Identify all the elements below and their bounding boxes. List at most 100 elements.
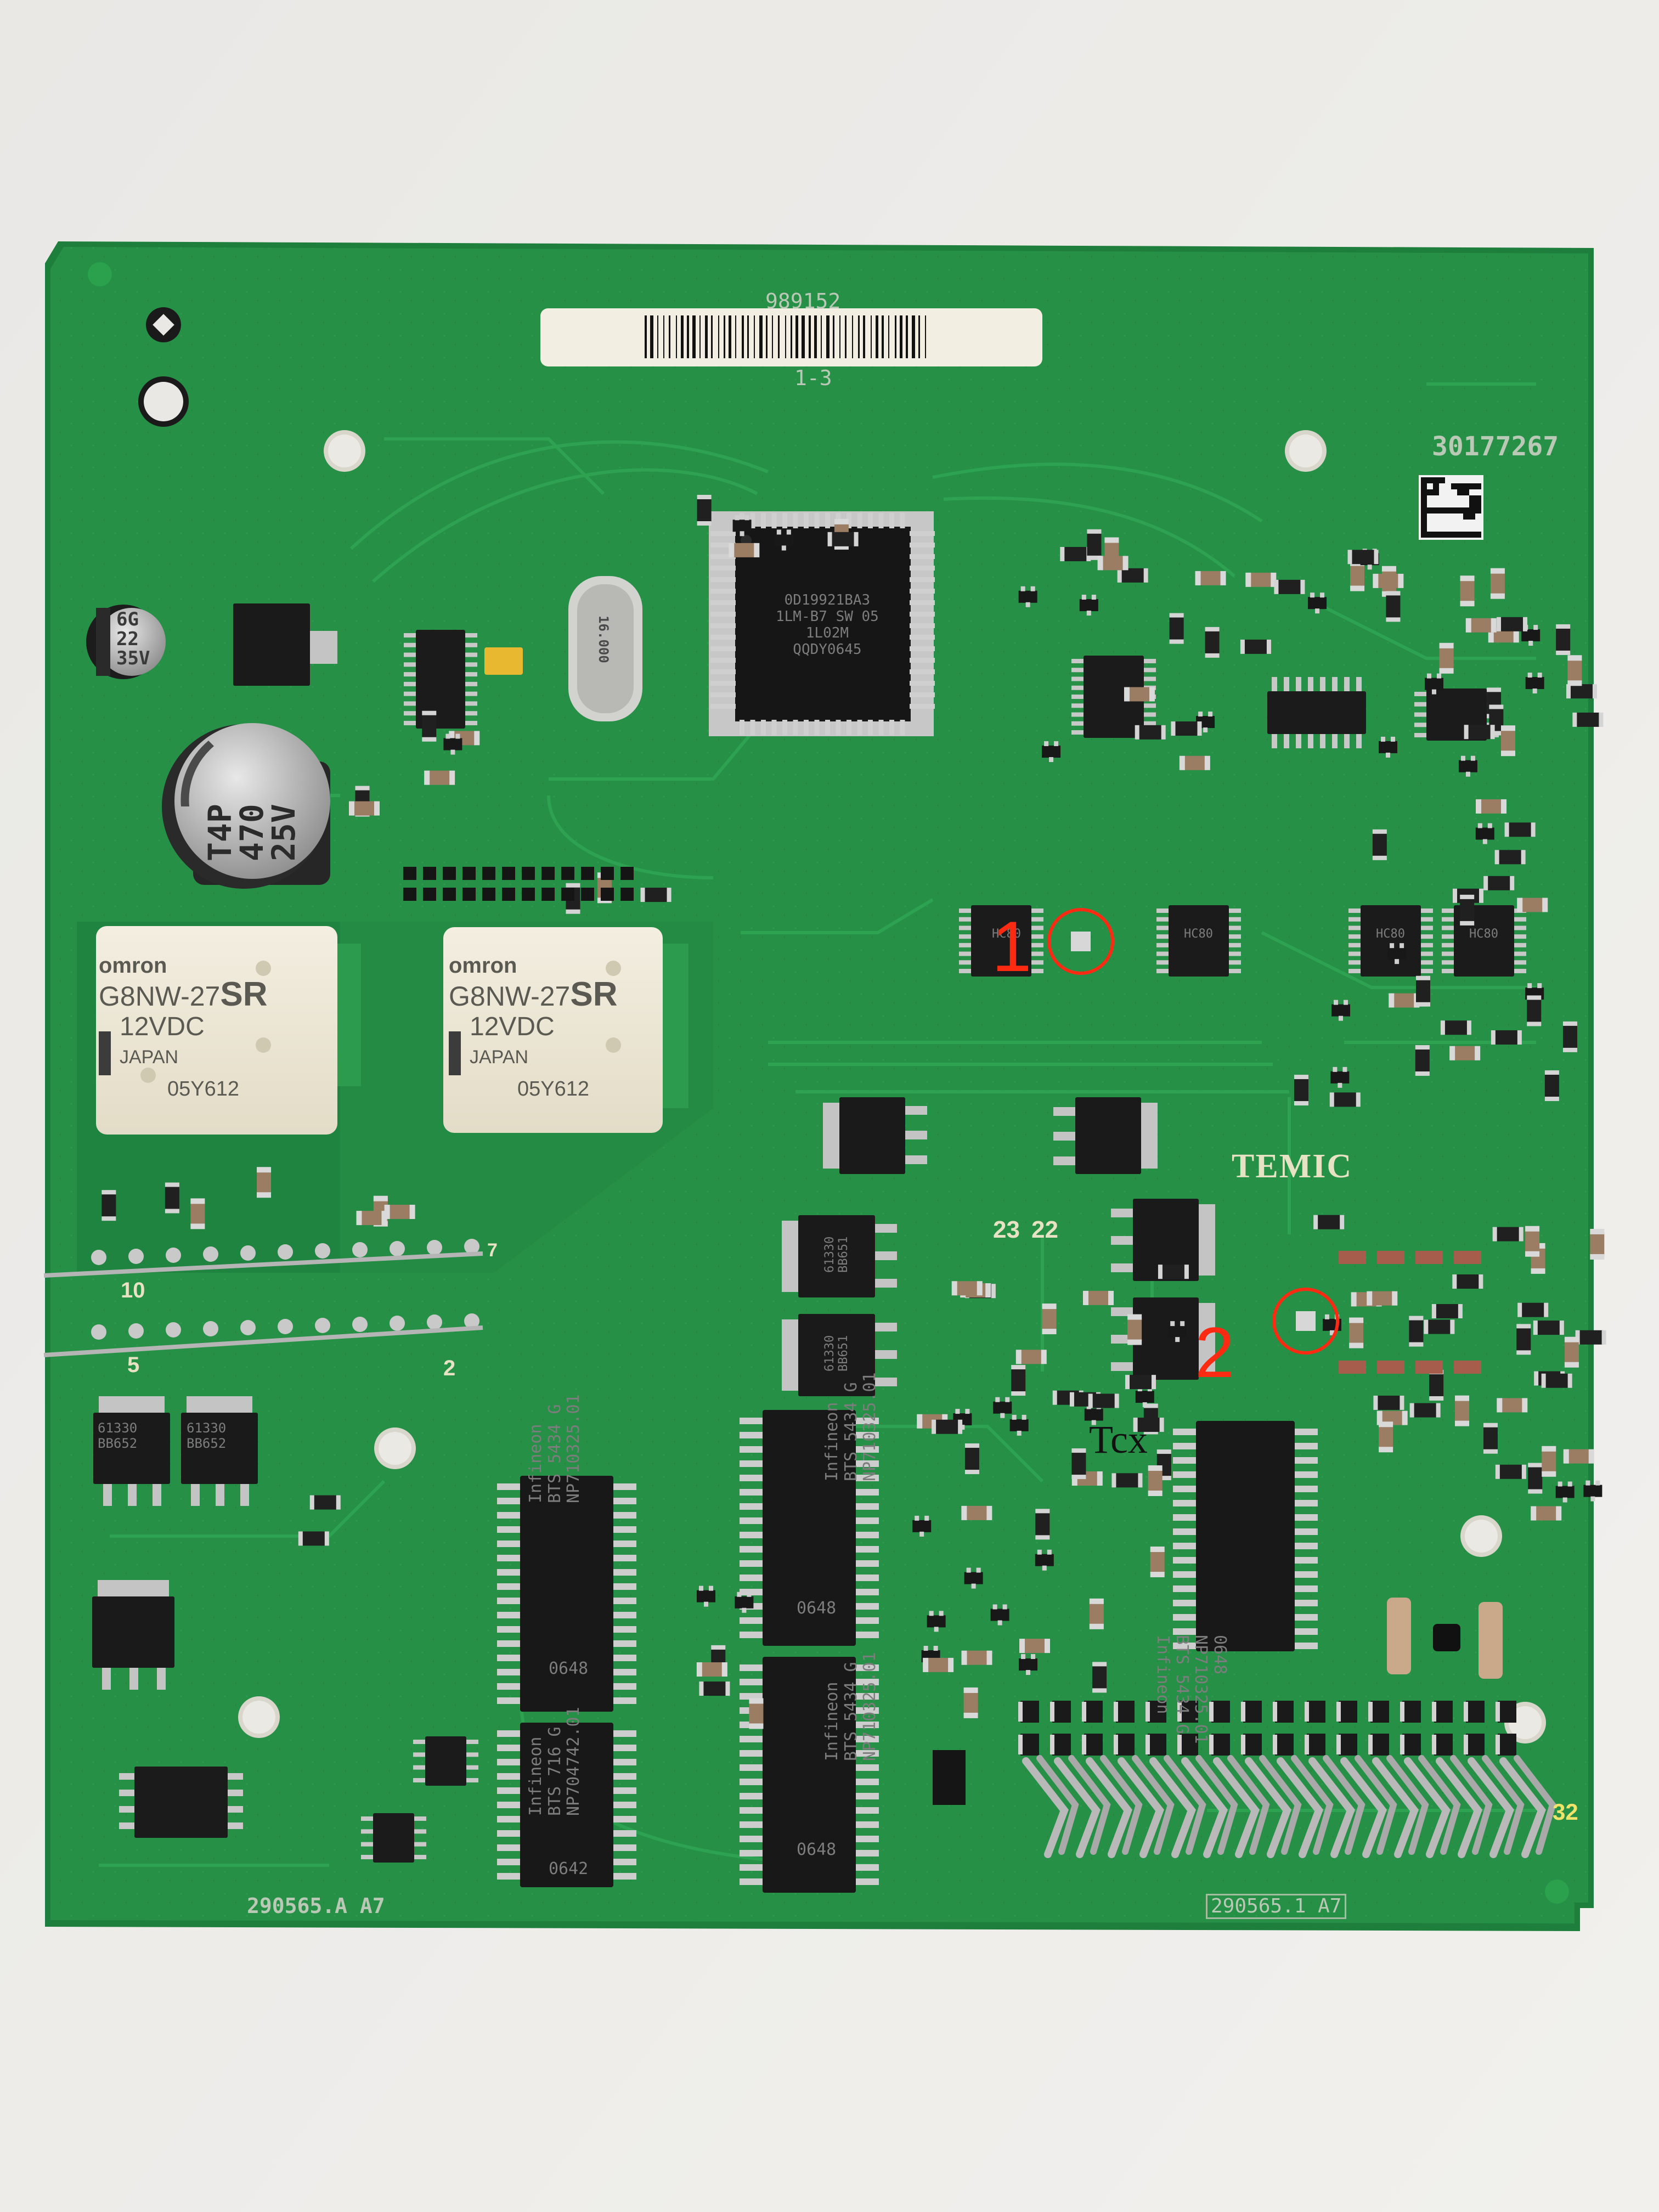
barcode-bar xyxy=(729,315,731,358)
smd-terminal xyxy=(1092,1688,1107,1693)
mosfet-lead xyxy=(153,1484,161,1506)
smd-terminal xyxy=(1133,1418,1138,1432)
smd-resistor xyxy=(964,1447,979,1471)
smd-terminal xyxy=(1088,1393,1093,1408)
chip-pin xyxy=(855,1821,879,1828)
barcode-bar xyxy=(699,315,701,358)
chip-pin xyxy=(612,1844,636,1851)
chip-pin xyxy=(740,1517,764,1524)
ic-pin xyxy=(1071,685,1085,690)
barcode-bar xyxy=(645,315,647,358)
chip-pin xyxy=(612,1873,636,1880)
smd-terminal xyxy=(1083,1290,1089,1305)
smd-capacitor xyxy=(1150,1550,1165,1575)
ic-pin xyxy=(1030,969,1043,973)
datamatrix-cell xyxy=(1475,483,1481,489)
sot-lead xyxy=(971,1583,976,1589)
chip-pin xyxy=(740,1764,764,1771)
ic-pin xyxy=(1030,917,1043,922)
ic-pin xyxy=(1272,677,1277,692)
chip-pin xyxy=(855,1432,879,1438)
smd-terminal xyxy=(1490,568,1505,574)
chip-pin xyxy=(612,1730,636,1737)
sot-lead xyxy=(976,1567,981,1573)
sot-lead xyxy=(1342,1066,1347,1072)
capacitor-large-marking: T4P 470 25V xyxy=(201,804,302,861)
smd-terminal xyxy=(1071,1475,1086,1480)
ic-pin xyxy=(1071,695,1085,699)
chip-pin xyxy=(497,1483,521,1490)
header-pin xyxy=(403,867,416,880)
smd-terminal xyxy=(917,1414,923,1429)
smd-terminal xyxy=(190,1198,205,1204)
connector-pad-cap xyxy=(1084,1734,1103,1756)
ic-pin xyxy=(227,1790,243,1796)
smd-terminal xyxy=(1389,993,1395,1008)
smd-capacitor xyxy=(1455,1398,1470,1423)
smd-terminal xyxy=(1416,975,1431,980)
smd-terminal xyxy=(1374,550,1379,565)
sot-lead xyxy=(939,1611,944,1616)
ic-pin xyxy=(404,652,417,657)
ic-pin xyxy=(1156,926,1170,930)
connector-solder-pad xyxy=(315,1318,330,1333)
mcu-pin xyxy=(910,543,935,548)
smd-terminal xyxy=(1156,1449,1171,1454)
ic-pin xyxy=(119,1773,136,1780)
mosfet-left-2-line-2: BB652 xyxy=(187,1435,227,1451)
connector-solder-pad xyxy=(390,1241,405,1256)
sot-lead xyxy=(1595,1480,1600,1486)
smd-terminal xyxy=(1542,898,1548,912)
smd-terminal xyxy=(1453,888,1458,903)
mosfet-package xyxy=(93,1396,170,1506)
smd-terminal xyxy=(1350,585,1365,591)
smd-terminal xyxy=(699,1681,704,1696)
mcu-pin xyxy=(900,720,905,735)
smd-terminal xyxy=(986,1505,992,1520)
connector-lead xyxy=(1149,1757,1196,1858)
infineon-chip-3-code: NP704742.01 xyxy=(564,1707,583,1816)
sot-lead xyxy=(915,1515,919,1521)
smd-terminal xyxy=(422,710,437,715)
mcu-pin xyxy=(910,669,935,674)
chip-pin xyxy=(1294,1614,1318,1621)
smd-capacitor xyxy=(1469,618,1493,633)
ic-pin xyxy=(361,1829,374,1834)
ic-pin xyxy=(464,633,477,637)
smd-terminal xyxy=(1458,1304,1463,1319)
connector-lead xyxy=(1340,1757,1387,1858)
smd-terminal xyxy=(1516,1324,1531,1329)
connector-solder-pad xyxy=(278,1244,293,1260)
smd-terminal xyxy=(986,1650,992,1665)
mosfet-package xyxy=(782,1215,897,1297)
sot-transistor xyxy=(1379,741,1398,753)
mcu-pin xyxy=(710,692,736,697)
mosfet-body xyxy=(798,1215,875,1297)
chip-pin xyxy=(855,1864,879,1871)
connector-pad-cap xyxy=(1116,1701,1135,1723)
sot-lead xyxy=(1180,1321,1185,1327)
smd-terminal xyxy=(1069,1392,1074,1407)
ic-pin xyxy=(227,1773,243,1780)
mcu-pin xyxy=(910,692,935,697)
sot-lead xyxy=(960,1425,965,1430)
connector-solder-pad xyxy=(352,1242,368,1257)
connector-solder-pad xyxy=(203,1321,218,1336)
ic-pin xyxy=(404,691,417,696)
sot-lead xyxy=(1002,1604,1007,1610)
ic-pin xyxy=(119,1790,136,1796)
smd-terminal xyxy=(1373,1395,1378,1410)
smd-terminal xyxy=(1455,1420,1470,1426)
smd-terminal xyxy=(309,1495,314,1510)
mcu-pin xyxy=(710,646,736,651)
connector-solder-pad xyxy=(315,1243,330,1259)
relay-1-origin: JAPAN xyxy=(120,1047,179,1068)
smd-terminal xyxy=(257,1192,272,1198)
smd-terminal xyxy=(1400,1395,1404,1410)
smd-terminal xyxy=(1516,1350,1531,1355)
sot-lead xyxy=(1021,1654,1026,1660)
mosfet-left-1-line-2: BB652 xyxy=(98,1435,138,1451)
datamatrix-cell xyxy=(1463,514,1469,520)
smd-terminal xyxy=(696,1662,702,1677)
connector-pad-cap xyxy=(1498,1701,1516,1723)
